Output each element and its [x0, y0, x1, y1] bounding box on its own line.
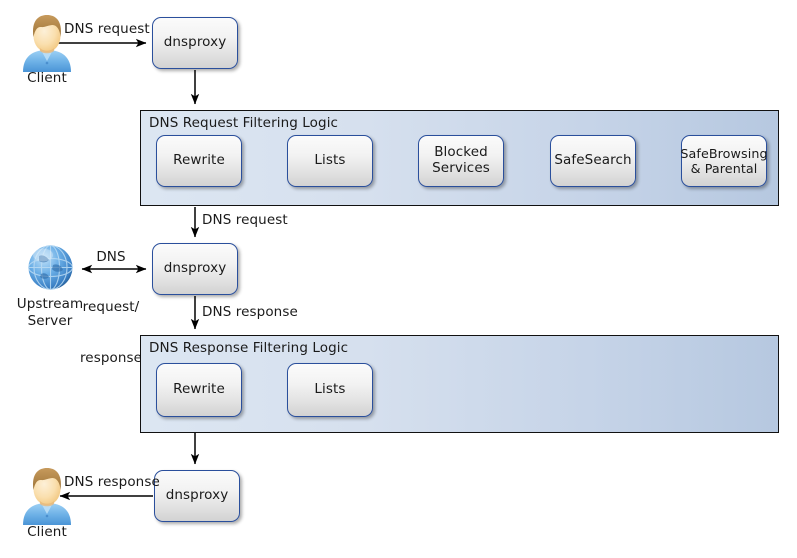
dns-request-filtering-title: DNS Request Filtering Logic [149, 115, 339, 131]
request-stage-blocked-services-label-1: Blocked [434, 144, 488, 161]
dnsproxy-middle-label: dnsproxy [163, 260, 227, 277]
dnsproxy-middle-node[interactable]: dnsproxy [152, 243, 238, 295]
request-stage-lists[interactable]: Lists [287, 135, 373, 187]
dns-response-filtering-group: DNS Response Filtering Logic [140, 335, 779, 433]
dnsproxy-top-label: dnsproxy [163, 34, 227, 51]
person-icon [19, 467, 75, 529]
upstream-server-label-line2: Server [27, 312, 73, 329]
request-stage-safesearch[interactable]: SafeSearch [550, 135, 636, 187]
dnsproxy-top-node[interactable]: dnsproxy [152, 17, 238, 69]
request-stage-rewrite[interactable]: Rewrite [156, 135, 242, 187]
request-stage-rewrite-label: Rewrite [173, 152, 225, 169]
request-stage-safesearch-label: SafeSearch [554, 152, 632, 169]
edge-label-proxy-to-request-group: DNS request [202, 212, 288, 228]
dnsproxy-bottom-label: dnsproxy [165, 487, 229, 504]
response-stage-rewrite[interactable]: Rewrite [156, 363, 242, 417]
response-stage-lists[interactable]: Lists [287, 363, 373, 417]
edge-label-upstream: DNS request/ response [75, 215, 147, 401]
client-bottom-label: Client [27, 524, 67, 540]
person-icon [19, 14, 75, 76]
request-stage-blocked-services-label-2: Services [432, 160, 490, 176]
response-stage-rewrite-label: Rewrite [173, 381, 225, 398]
response-stage-lists-label: Lists [314, 381, 346, 398]
edge-label-upstream-line1: DNS [96, 248, 126, 265]
upstream-server-label-line1: Upstream [16, 296, 84, 312]
request-stage-safebrowsing-parental[interactable]: SafeBrowsing & Parental [680, 135, 768, 187]
globe-icon [24, 241, 77, 298]
edge-label-upstream-line2: request/ [82, 299, 140, 316]
upstream-server-label: Upstream Server [4, 296, 96, 330]
dnsproxy-bottom-node[interactable]: dnsproxy [154, 470, 240, 522]
client-top-label: Client [27, 70, 67, 86]
edge-label-upstream-line3: response [79, 350, 143, 366]
edge-label-proxy-to-response-group: DNS response [202, 304, 298, 320]
request-stage-blocked-services[interactable]: Blocked Services [418, 135, 504, 187]
request-stage-lists-label: Lists [314, 152, 346, 169]
dns-response-filtering-title: DNS Response Filtering Logic [149, 340, 349, 356]
request-stage-safebrowsing-parental-label-2: & Parental [690, 161, 758, 176]
edge-label-client-to-proxy: DNS request [64, 21, 150, 37]
request-stage-safebrowsing-parental-label-1: SafeBrowsing [680, 146, 768, 162]
edge-label-proxy-to-client: DNS response [64, 474, 160, 490]
